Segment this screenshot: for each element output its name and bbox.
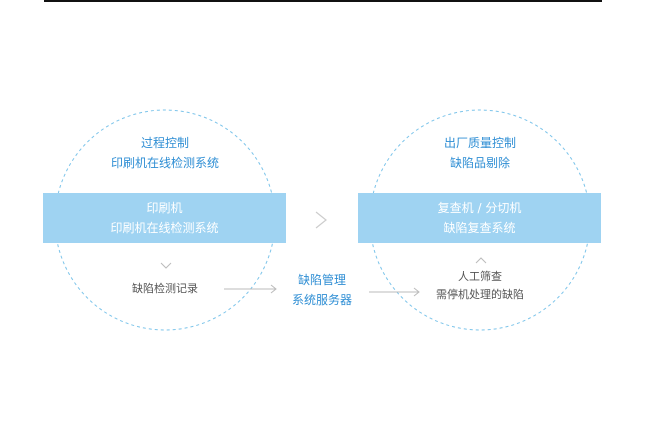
right-band-title: 复查机 / 分切机	[437, 201, 522, 215]
manual-review: 人工筛查	[458, 270, 502, 283]
right-top-title: 出厂质量控制	[443, 136, 516, 150]
right-band-subtitle: 缺陷复查系统	[443, 221, 516, 235]
top-divider	[44, 0, 602, 2]
center-server-label: 缺陷管理 系统服务器	[272, 270, 372, 310]
left-band: 印刷机 印刷机在线检测系统	[43, 193, 286, 243]
chevron-down-icon	[160, 262, 172, 269]
right-band: 复查机 / 分切机 缺陷复查系统	[358, 193, 601, 243]
server-line2: 系统服务器	[291, 293, 352, 307]
stop-defects: 需停机处理的缺陷	[436, 288, 524, 301]
left-bottom-label: 缺陷检测记录	[115, 280, 215, 298]
arrow-to-review-head	[413, 287, 420, 297]
chevron-right-icon	[315, 211, 327, 229]
left-band-subtitle: 印刷机在线检测系统	[110, 221, 219, 235]
left-top-label: 过程控制 印刷机在线检测系统	[65, 133, 265, 173]
chevron-up-icon	[475, 257, 487, 264]
defect-detection-record: 缺陷检测记录	[132, 282, 198, 295]
left-band-title: 印刷机	[146, 201, 183, 215]
arrow-to-server-head	[270, 284, 277, 294]
right-bottom-label: 人工筛查 需停机处理的缺陷	[415, 268, 545, 304]
right-top-subtitle: 缺陷品剔除	[449, 156, 510, 170]
server-line1: 缺陷管理	[297, 273, 346, 287]
left-top-title: 过程控制	[140, 136, 189, 150]
left-top-subtitle: 印刷机在线检测系统	[110, 156, 219, 170]
right-top-label: 出厂质量控制 缺陷品剔除	[380, 133, 580, 173]
